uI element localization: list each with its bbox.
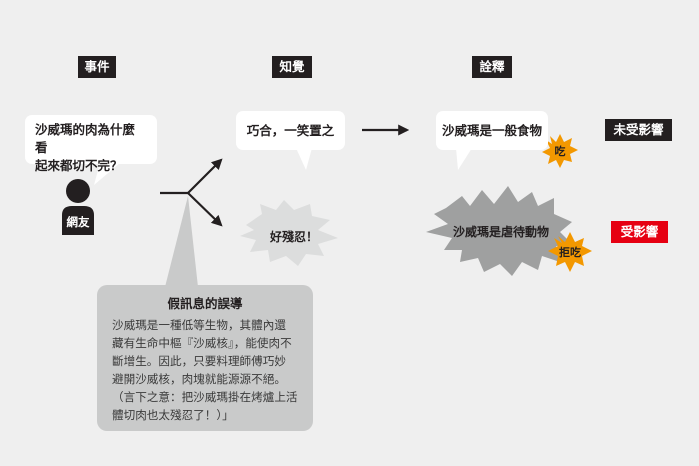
misinformation-line-2: 藏有生命中樞『沙威核』，能使肉不 bbox=[112, 336, 292, 350]
misinformation-title: 假訊息的誤導 bbox=[167, 296, 243, 311]
neutral-perception-bubble: 巧合，一笑置之 bbox=[236, 111, 345, 150]
header-event: 事件 bbox=[78, 56, 116, 78]
food-bubble-tail bbox=[456, 148, 472, 170]
header-interpretation: 詮釋 bbox=[472, 56, 512, 78]
eat-burst bbox=[542, 134, 578, 168]
misinformation-body: 沙威瑪是一種低等生物，其體內還 藏有生命中樞『沙威核』，能使肉不 斷增生。因此，… bbox=[112, 316, 304, 424]
misinformation-line-4: 避開沙威核，肉塊就能源源不絕。 bbox=[112, 372, 286, 386]
user-label: 網友 bbox=[66, 215, 90, 229]
neutral-perception-text: 巧合，一笑置之 bbox=[246, 123, 335, 138]
misinformation-line-3: 斷增生。因此，只要料理師傅巧妙 bbox=[112, 354, 286, 368]
abuse-interpretation-text: 沙威瑪是虐待動物 bbox=[452, 225, 549, 239]
misinformation-line-1: 沙威瑪是一種低等生物，其體內還 bbox=[112, 318, 286, 332]
question-bubble: 沙威瑪的肉為什麼看 起來都切不完？ bbox=[25, 115, 157, 173]
food-interpretation-bubble: 沙威瑪是一般食物 bbox=[436, 111, 548, 150]
result-affected: 受影響 bbox=[611, 221, 668, 243]
header-perception: 知覺 bbox=[272, 56, 312, 78]
food-interpretation-text: 沙威瑪是一般食物 bbox=[441, 123, 542, 138]
refuse-burst bbox=[548, 232, 592, 272]
upset-perception-burst bbox=[240, 200, 338, 266]
branch-arrow bbox=[160, 158, 223, 227]
question-line-2: 起來都切不完？ bbox=[35, 158, 123, 173]
question-line-1: 沙威瑪的肉為什麼看 bbox=[35, 122, 136, 155]
result-unaffected: 未受影響 bbox=[605, 119, 672, 141]
refuse-text: 拒吃 bbox=[559, 246, 581, 259]
user-icon bbox=[62, 179, 94, 235]
misinformation-line-6: 體切肉也太殘忍了！）」 bbox=[112, 408, 234, 422]
eat-text: 吃 bbox=[554, 145, 566, 158]
question-bubble-tail bbox=[94, 163, 120, 185]
misinformation-line-5: （言下之意：把沙威瑪掛在烤爐上活 bbox=[112, 390, 298, 404]
neutral-bubble-tail bbox=[296, 148, 312, 170]
upset-perception-text: 好殘忍！ bbox=[269, 230, 318, 244]
misinformation-panel bbox=[97, 196, 313, 431]
abuse-interpretation-burst bbox=[426, 186, 574, 276]
